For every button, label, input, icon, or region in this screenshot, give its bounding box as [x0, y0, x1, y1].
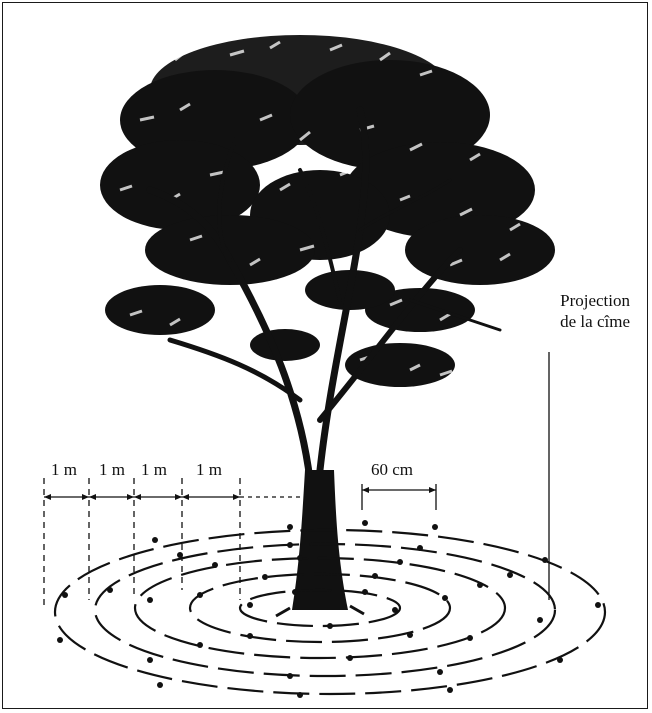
crown-projection-label: Projection de la cîme [560, 290, 630, 333]
dimension-lines [43, 352, 550, 608]
dimension-arrowheads [44, 487, 436, 500]
tree-branches [146, 106, 502, 484]
projection-line2: de la cîme [560, 312, 630, 332]
tree-crown [100, 35, 555, 387]
spacing-label-1: 1 m [51, 460, 77, 479]
projection-line1: Projection [560, 291, 630, 310]
planting-holes [57, 520, 601, 698]
planting-rings [53, 528, 607, 696]
spacing-label-4: 1 m [196, 460, 222, 479]
hole-spacing-label: 60 cm [371, 460, 414, 479]
crown-texture [119, 40, 521, 377]
spacing-label-3: 1 m [141, 460, 167, 479]
spacing-label-2: 1 m [99, 460, 125, 479]
